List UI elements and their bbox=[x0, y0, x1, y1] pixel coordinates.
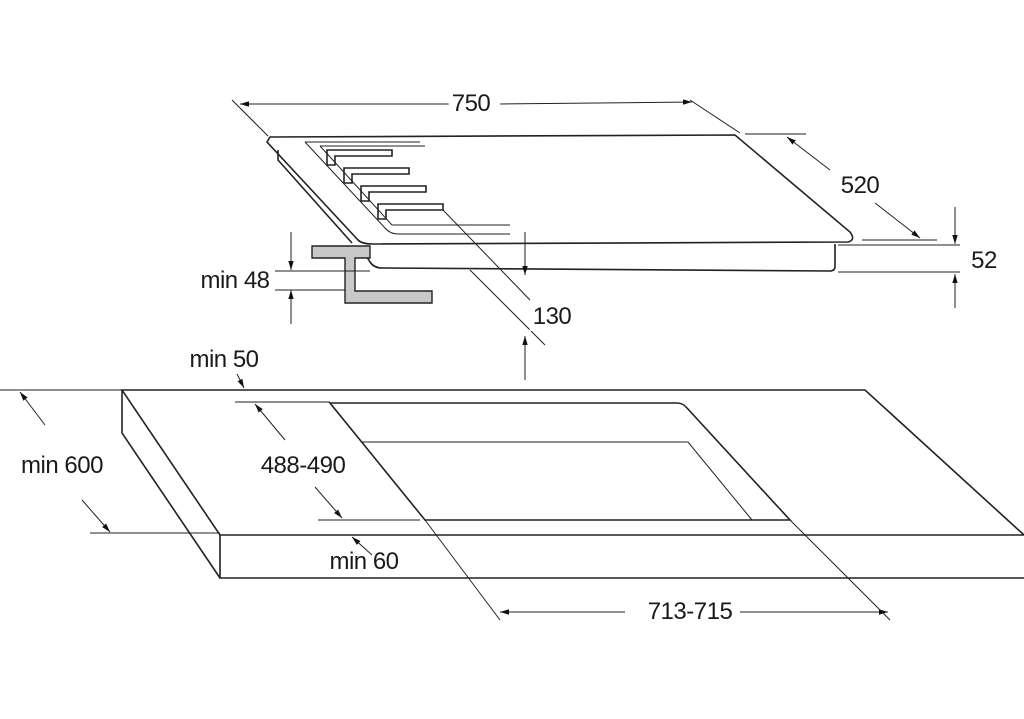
dimension-cutout-width: 713-715 bbox=[644, 598, 736, 626]
dimension-cutout-depth: 488-490 bbox=[257, 452, 349, 480]
burner-knobs bbox=[326, 149, 444, 220]
dimension-front-margin: min 60 bbox=[329, 548, 399, 575]
mounting-bracket bbox=[311, 245, 433, 304]
worktop bbox=[120, 389, 1024, 579]
dimension-clearance: 130 bbox=[529, 303, 575, 331]
dimension-worktop-depth: min 600 bbox=[18, 452, 106, 480]
hob bbox=[266, 134, 854, 272]
dimension-hob-depth: 520 bbox=[837, 172, 883, 200]
cutout bbox=[328, 402, 792, 521]
dimension-bracket-min: min 48 bbox=[200, 267, 270, 294]
dimension-hob-height: 52 bbox=[971, 247, 997, 274]
dimension-lines bbox=[0, 99, 960, 621]
dimension-back-margin: min 50 bbox=[186, 346, 262, 374]
dimension-hob-width: 750 bbox=[448, 90, 494, 118]
